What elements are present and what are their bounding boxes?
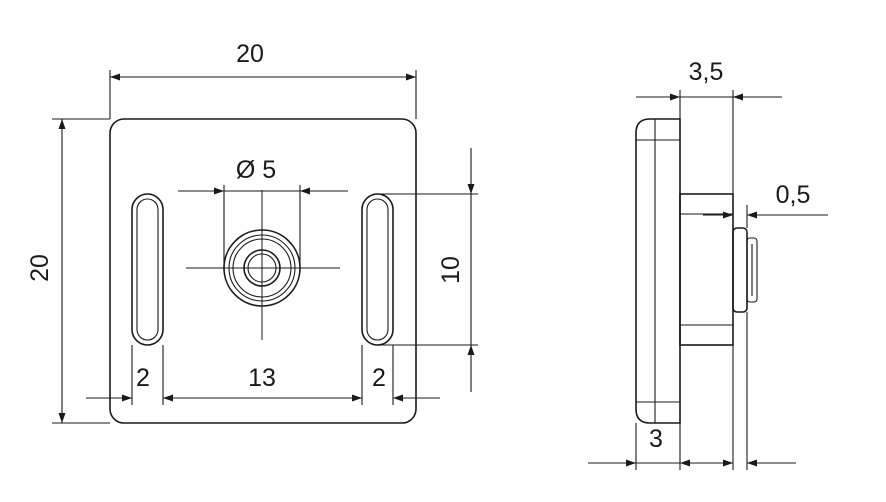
- side-bottom-dimension-label: 3: [649, 425, 663, 453]
- side-gap-label: 0,5: [776, 181, 811, 209]
- right-slot-width-label: 2: [372, 364, 386, 392]
- side-tip-outline: [732, 227, 748, 313]
- front-view: 20 20 Ø 5 10 13 2 2: [26, 40, 478, 424]
- width-dimension-label: 20: [236, 40, 264, 68]
- side-boss-outline: [679, 193, 734, 346]
- right-slot-inner: [366, 198, 389, 341]
- side-top-dimension-label: 3,5: [689, 58, 724, 86]
- hole-diameter-label: Ø 5: [236, 156, 276, 184]
- right-slot-outer: [361, 193, 394, 346]
- slot-spacing-label: 13: [248, 364, 276, 392]
- left-slot-outer: [131, 193, 164, 346]
- plate-outline: [109, 118, 417, 424]
- height-dimension-label: 20: [26, 254, 54, 282]
- slot-height-label: 10: [437, 256, 465, 284]
- left-slot-width-label: 2: [136, 364, 150, 392]
- left-slot-inner: [136, 198, 159, 341]
- side-plate-outline: [635, 118, 681, 424]
- side-view: 3,5 0,5 3: [588, 58, 828, 470]
